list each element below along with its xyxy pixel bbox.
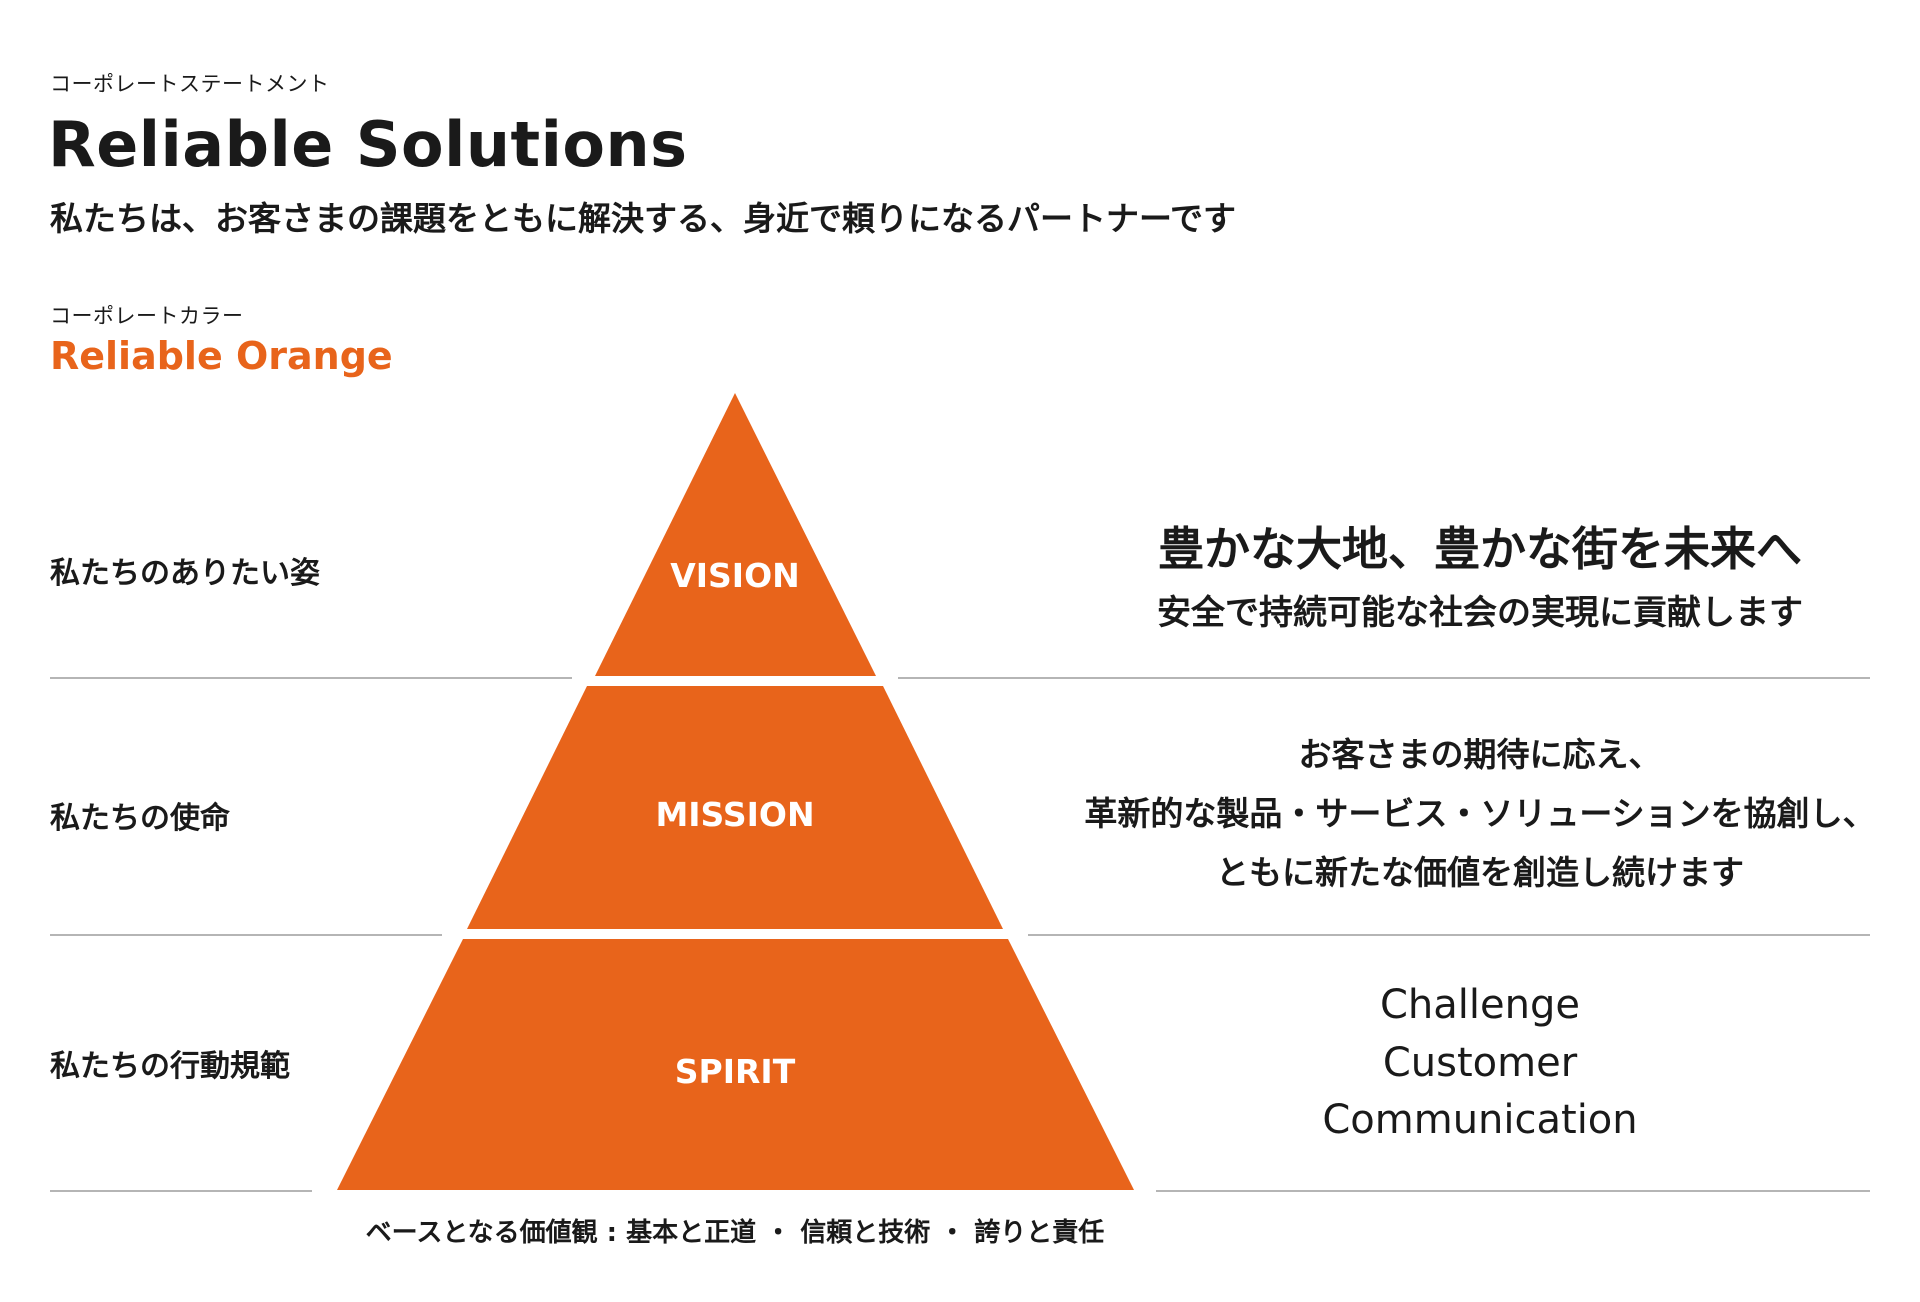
mission-line-3: ともに新たな価値を創造し続けます xyxy=(1216,853,1744,892)
row-label-mission: 私たちの使命 xyxy=(50,801,230,836)
corporate-color-label: コーポレートカラー xyxy=(50,304,244,328)
pyramid-tier-vision xyxy=(595,393,876,676)
pyramid-label-mission: MISSION xyxy=(655,795,814,834)
statement-label: コーポレートステートメント xyxy=(50,72,330,96)
pyramid-tier-spirit xyxy=(337,939,1134,1190)
pyramid-label-spirit: SPIRIT xyxy=(675,1052,796,1091)
statement-title: Reliable Solutions xyxy=(48,108,688,181)
divider-mission-right xyxy=(1028,934,1870,936)
pyramid-tier-mission xyxy=(467,686,1003,929)
spirit-value-challenge: Challenge xyxy=(1380,982,1580,1028)
divider-spirit-right xyxy=(1156,1190,1870,1192)
divider-vision-left xyxy=(50,677,572,679)
pyramid-label-vision: VISION xyxy=(670,556,800,595)
statement-tagline: 私たちは、お客さまの課題をともに解決する、身近で頼りになるパートナーです xyxy=(50,199,1237,238)
row-label-vision: 私たちのありたい姿 xyxy=(50,556,320,591)
spirit-value-communication: Communication xyxy=(1322,1097,1638,1143)
divider-mission-left xyxy=(50,934,442,936)
divider-spirit-left xyxy=(50,1190,312,1192)
corporate-color-name: Reliable Orange xyxy=(50,334,393,378)
spirit-value-customer: Customer xyxy=(1382,1040,1578,1086)
divider-vision-right xyxy=(898,677,1870,679)
mission-line-2: 革新的な製品・サービス・ソリューションを協創し、 xyxy=(1084,794,1876,833)
vision-heading: 豊かな大地、豊かな街を未来へ xyxy=(1158,522,1802,576)
vision-subline: 安全で持続可能な社会の実現に貢献します xyxy=(1157,593,1803,633)
base-values-caption: ベースとなる価値観 : 基本と正道 ・ 信頼と技術 ・ 誇りと責任 xyxy=(365,1218,1105,1248)
row-label-spirit: 私たちの行動規範 xyxy=(50,1049,290,1084)
mission-line-1: お客さまの期待に応え、 xyxy=(1298,735,1662,774)
